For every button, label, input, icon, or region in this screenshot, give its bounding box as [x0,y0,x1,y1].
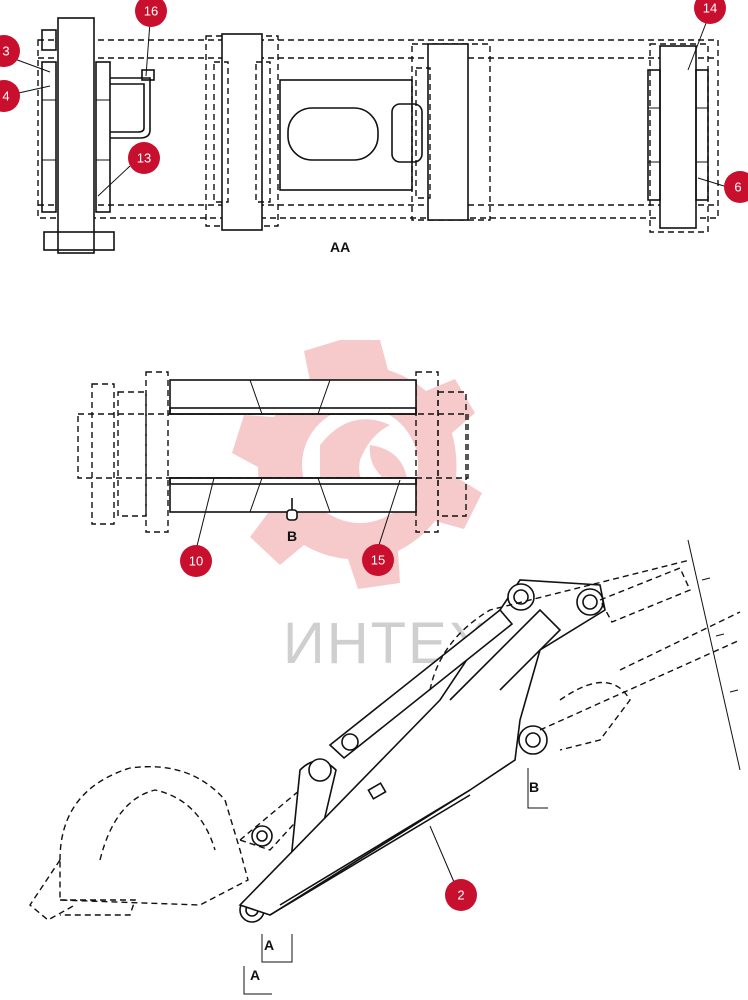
callout-13: 13 [128,142,160,174]
callout-4: 4 [0,80,20,112]
svg-text:10: 10 [189,554,203,569]
svg-text:14: 14 [703,1,717,16]
callout-2: 2 [445,879,477,911]
svg-text:13: 13 [137,151,151,166]
section-arrow-a-label-1: A [264,937,274,953]
callouts: 16 14 3 4 13 6 10 15 [0,0,748,911]
view-label-b: B [287,528,297,544]
callout-6: 6 [724,171,748,203]
svg-text:6: 6 [734,180,741,195]
section-arrow-a-label-2: A [250,967,260,983]
callout-16: 16 [135,0,167,27]
middle-view-b: B [77,371,469,544]
svg-text:15: 15 [371,553,385,568]
section-arrow-b-label: B [529,779,539,795]
callout-3: 3 [0,35,20,67]
callout-15: 15 [362,544,394,576]
leader-lines [11,17,725,883]
svg-text:4: 4 [2,89,9,104]
svg-text:2: 2 [457,888,464,903]
callout-14: 14 [694,0,726,24]
svg-text:3: 3 [2,44,9,59]
svg-text:16: 16 [144,4,158,19]
excavator-arm: B A A [29,539,741,995]
view-label-aa: AA [330,239,350,255]
top-view-aa: AA [37,17,719,255]
callout-10: 10 [180,545,212,577]
gear-logo-icon [232,340,482,589]
